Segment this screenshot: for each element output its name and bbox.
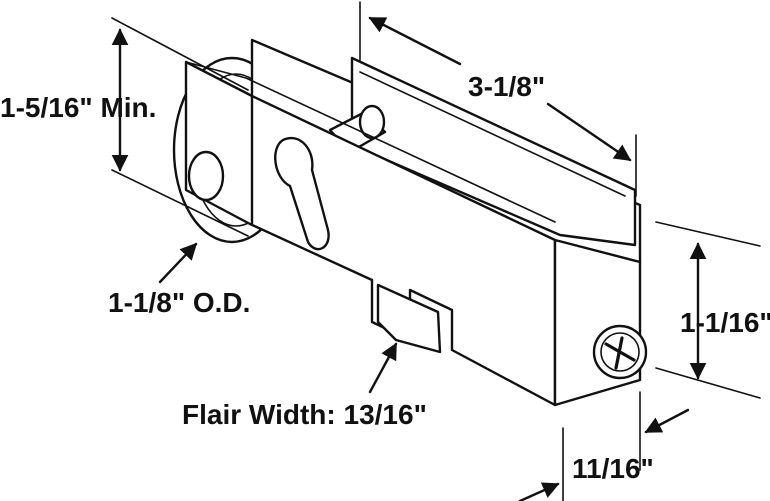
dimension-min-height: 1-5/16" Min. <box>0 17 249 237</box>
label-housing-height: 1-1/16" <box>680 307 770 338</box>
dimension-housing-height: 1-1/16" <box>655 221 770 399</box>
label-flair-width: Flair Width: 13/16" <box>182 399 427 430</box>
label-length: 3-1/8" <box>468 71 545 102</box>
flair-tab <box>376 283 442 354</box>
adjustment-slot <box>274 136 330 251</box>
label-width: 11/16" <box>572 453 654 484</box>
dimension-length: 3-1/8" <box>359 1 637 197</box>
axle-rivet <box>187 150 225 202</box>
label-wheel-od: 1-1/8" O.D. <box>108 287 250 318</box>
label-min-height: 1-5/16" Min. <box>0 92 156 123</box>
dimension-width: 11/16" <box>518 391 690 501</box>
dimension-flair-width: Flair Width: 13/16" <box>182 342 427 430</box>
dimension-wheel-od: 1-1/8" O.D. <box>108 242 250 318</box>
adjustment-screw <box>592 324 648 380</box>
